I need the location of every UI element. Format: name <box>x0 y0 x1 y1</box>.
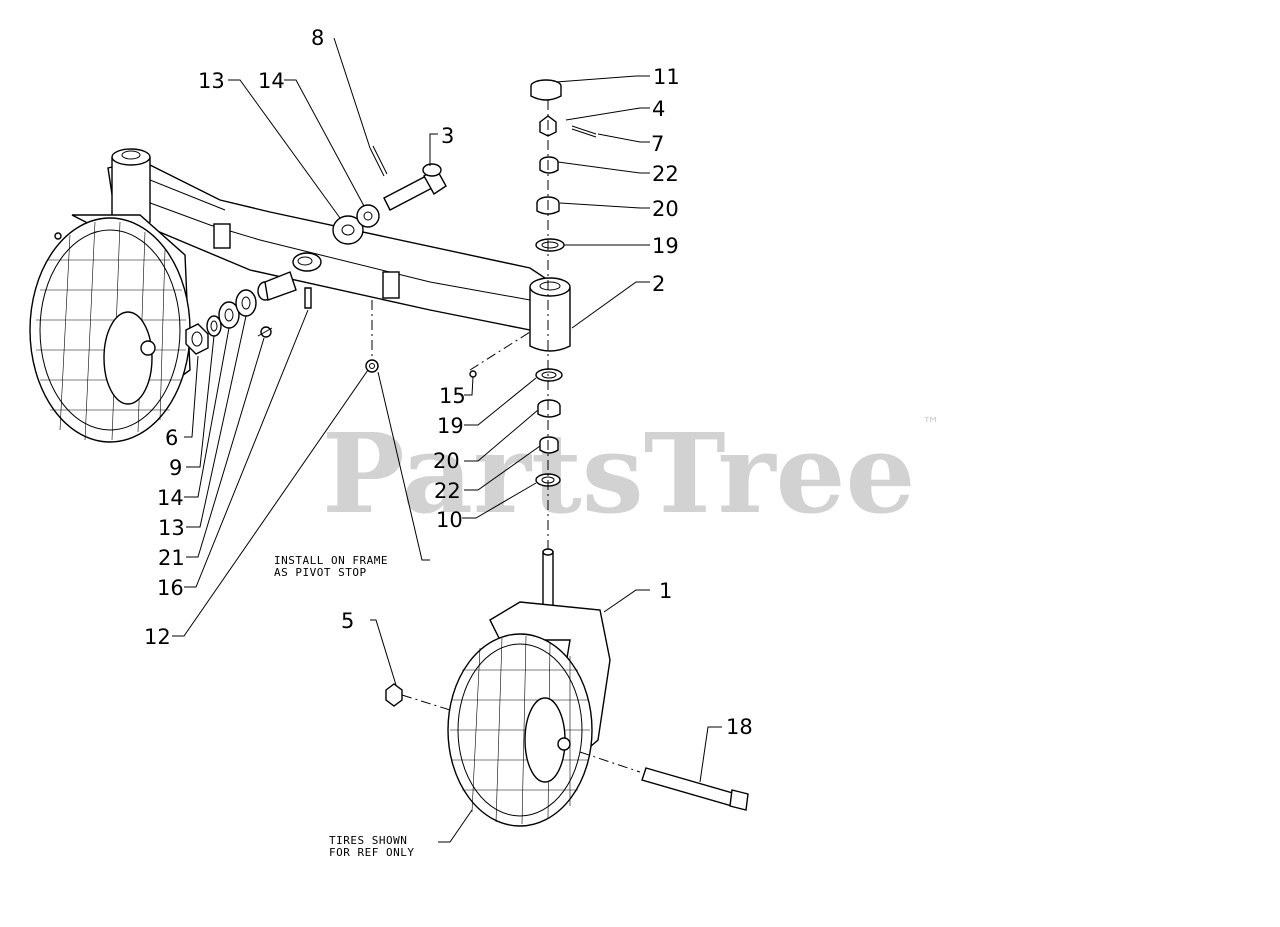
callout-10: 10 <box>436 508 463 532</box>
callout-18: 18 <box>726 715 753 739</box>
pivot-stop-note-line2: AS PIVOT STOP <box>274 566 367 579</box>
tires-note-line1: TIRES SHOWN <box>329 834 407 847</box>
callout-16: 16 <box>157 576 184 600</box>
callout-3: 3 <box>441 124 454 148</box>
front-axle-beam <box>107 148 571 352</box>
callout-4: 4 <box>652 97 665 121</box>
diagram-notes: INSTALL ON FRAME AS PIVOT STOP TIRES SHO… <box>274 554 414 859</box>
callout-22-bottom: 22 <box>434 479 461 503</box>
tires-note-line2: FOR REF ONLY <box>329 846 414 859</box>
callout-8: 8 <box>311 26 324 50</box>
kingpin-stack <box>371 79 597 560</box>
callout-14-top: 14 <box>258 69 285 93</box>
callout-19-bottom: 19 <box>437 414 464 438</box>
callout-1: 1 <box>659 579 672 603</box>
callout-2: 2 <box>652 272 665 296</box>
callout-11: 11 <box>653 65 680 89</box>
callout-19-top: 19 <box>652 234 679 258</box>
callout-20-top: 20 <box>652 197 679 221</box>
pivot-bolt-assembly <box>332 145 447 245</box>
trademark-symbol: ™ <box>922 414 940 435</box>
callout-22-top: 22 <box>652 162 679 186</box>
callout-21: 21 <box>158 546 185 570</box>
callout-13-left: 13 <box>158 516 185 540</box>
front-caster-wheel <box>385 548 749 827</box>
callout-7: 7 <box>651 132 664 156</box>
callout-6: 6 <box>165 426 178 450</box>
partstree-watermark: PartsTree <box>322 409 916 538</box>
callout-9: 9 <box>169 456 182 480</box>
leader-lines <box>172 37 722 843</box>
pivot-stop-bolt <box>365 359 379 373</box>
callout-14-left: 14 <box>157 486 184 510</box>
callout-labels: 1 2 3 4 5 6 7 8 9 10 11 12 13 13 14 14 1… <box>144 26 753 739</box>
callout-13-top: 13 <box>198 69 225 93</box>
callout-12: 12 <box>144 625 171 649</box>
callout-15: 15 <box>439 384 466 408</box>
left-hardware-stack <box>185 271 312 355</box>
callout-5: 5 <box>341 609 354 633</box>
callout-20-bottom: 20 <box>433 449 460 473</box>
pivot-stop-note-line1: INSTALL ON FRAME <box>274 554 388 567</box>
left-caster-wheel <box>29 214 191 443</box>
